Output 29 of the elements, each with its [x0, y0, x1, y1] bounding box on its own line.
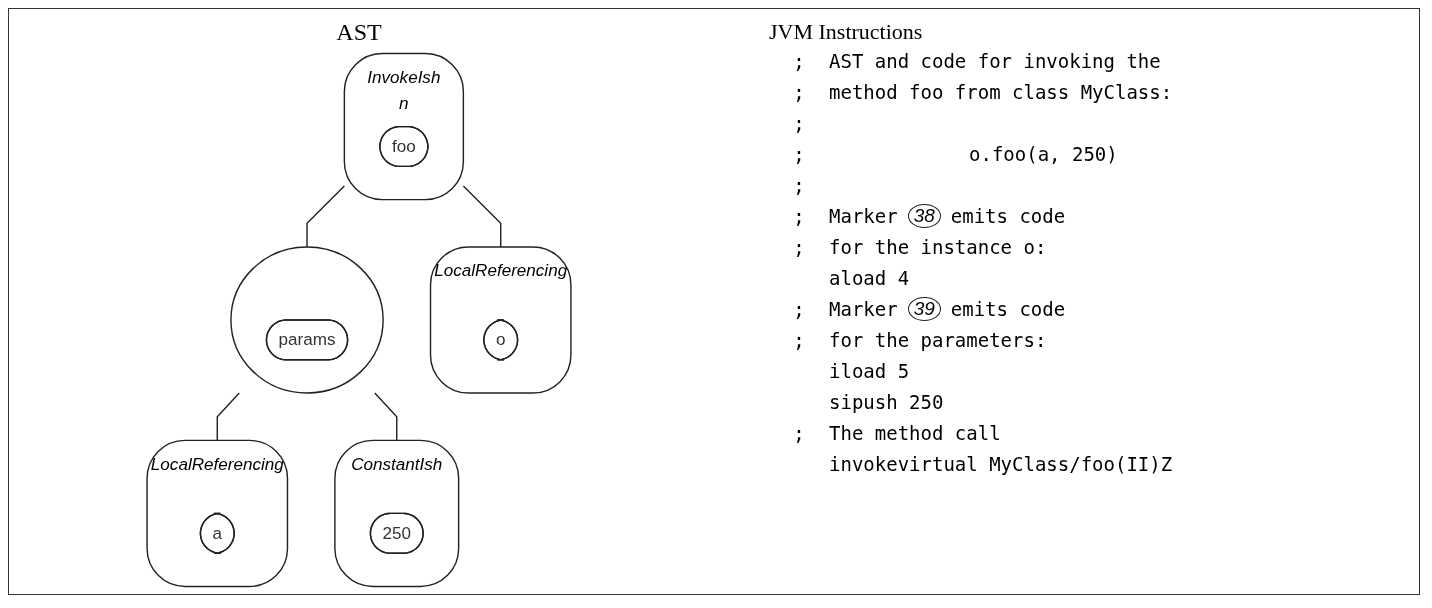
comment-mark: ; — [792, 80, 806, 103]
comment-mark: ; — [792, 421, 806, 444]
code-text: AST and code for invoking the — [829, 49, 1161, 72]
code-text: emits code — [950, 204, 1066, 227]
comment-mark: ; — [792, 142, 806, 165]
comment-mark: ; — [792, 173, 806, 196]
code-text: Marker — [829, 204, 898, 227]
comment-mark: ; — [792, 328, 806, 351]
connector — [216, 392, 240, 442]
cluster — [230, 246, 384, 394]
comment-mark: ; — [792, 204, 806, 227]
code-text: o.foo(a, 250) — [969, 142, 1118, 165]
code-text: aload 4 — [829, 266, 910, 289]
code-text: method foo from class MyClass: — [829, 80, 1173, 103]
comment-mark: ; — [792, 111, 806, 134]
code-text: for the instance o: — [829, 235, 1047, 258]
connector — [374, 392, 398, 442]
code-text: iload 5 — [829, 359, 910, 382]
comment-mark: ; — [792, 297, 806, 320]
code-text: Marker — [829, 297, 898, 320]
code-text: sipush 250 — [829, 390, 944, 413]
code-text: The method call — [829, 421, 1001, 444]
comment-mark: ; — [792, 49, 806, 72]
comment-mark: ; — [792, 235, 806, 258]
section-heading: JVM Instructions — [769, 19, 924, 45]
code-text: emits code — [950, 297, 1066, 320]
code-text: invokevirtual MyClass/foo(II)Z — [829, 452, 1173, 475]
code-text: for the parameters: — [829, 328, 1047, 351]
diagram-heading: AST — [336, 19, 382, 46]
